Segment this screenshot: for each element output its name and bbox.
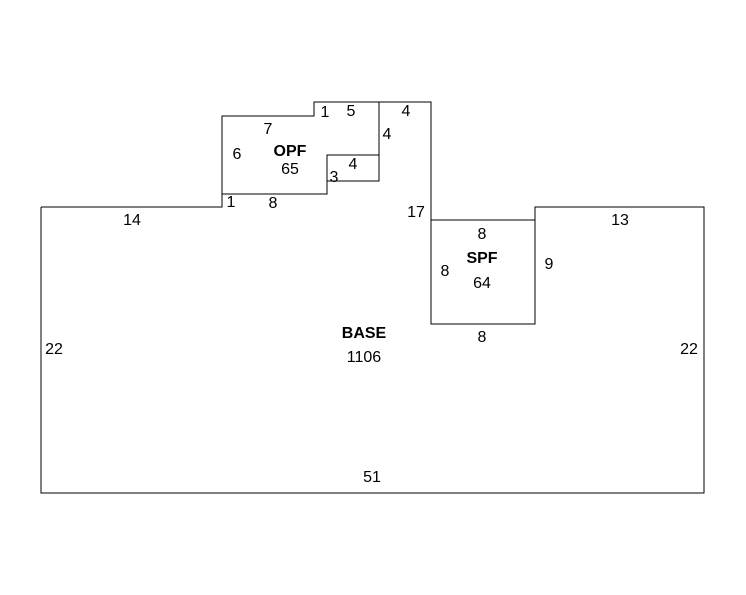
base-outline — [40, 101, 705, 494]
base-size: 1106 — [347, 349, 382, 366]
opf-label: OPF — [274, 143, 307, 160]
spf-outline — [430, 219, 536, 325]
dim-opf-step-top: 1 — [321, 104, 330, 121]
dim-base-left: 22 — [45, 341, 63, 358]
dim-base-right: 22 — [680, 341, 698, 358]
spf-size: 64 — [473, 275, 491, 292]
dim-spf-bottom: 8 — [478, 329, 487, 346]
spf-label: SPF — [466, 250, 497, 267]
dim-opf-top-right: 5 — [347, 103, 356, 120]
dim-base-top-right: 13 — [611, 212, 629, 229]
opf-size: 65 — [281, 161, 299, 178]
dim-opf-top: 7 — [264, 121, 273, 138]
dim-opf-bottom: 8 — [269, 195, 278, 212]
dim-base-top-left: 14 — [123, 212, 141, 229]
dim-opf-far-top: 4 — [402, 103, 411, 120]
opf-outline — [221, 101, 380, 207]
dim-opf-inner-horizontal: 4 — [349, 156, 358, 173]
dim-spf-left: 8 — [441, 263, 450, 280]
dim-opf-inner-vertical: 3 — [330, 169, 339, 186]
dim-spf-right: 9 — [545, 256, 554, 273]
dim-base-mid-vertical: 17 — [407, 204, 425, 221]
dim-opf-bottom-left-step: 1 — [227, 194, 236, 211]
base-label: BASE — [342, 325, 387, 342]
dim-opf-left: 6 — [233, 146, 242, 163]
dim-spf-top: 8 — [478, 226, 487, 243]
dim-opf-right-vertical: 4 — [383, 126, 392, 143]
dim-base-bottom: 51 — [363, 469, 381, 486]
